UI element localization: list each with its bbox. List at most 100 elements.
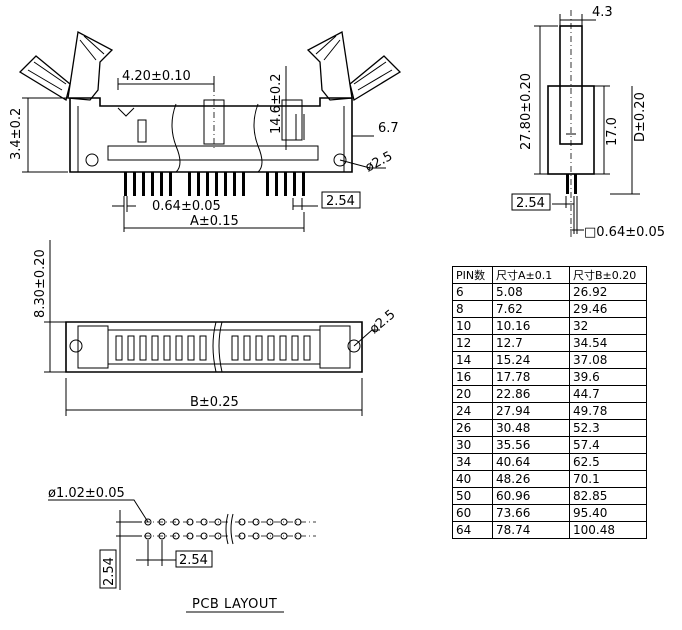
dim-side-pitch: 2.54: [516, 196, 545, 211]
cell-b: 34.54: [569, 334, 647, 352]
dim-b: B±0.25: [190, 395, 239, 410]
front-view: 4.20±0.10 3.4±0.2 14.6±0.2 6.7 ø2.5 0.64…: [9, 30, 402, 232]
top-pin-slots: [115, 335, 311, 361]
cell-a: 15.24: [492, 351, 570, 369]
cell-b: 37.08: [569, 351, 647, 369]
cell-a: 17.78: [492, 368, 570, 386]
dim-a: A±0.15: [190, 214, 239, 229]
left-latch-arm: [18, 55, 71, 102]
pcb-holes: [144, 518, 302, 540]
cell-b: 57.4: [569, 436, 647, 454]
dim-pin-width: 0.64±0.05: [152, 199, 221, 214]
cell-pin: 12: [452, 334, 493, 352]
dim-side-width: 4.3: [592, 5, 613, 20]
cell-b: 62.5: [569, 453, 647, 471]
cell-a: 27.94: [492, 402, 570, 420]
dim-hole-front: ø2.5: [363, 149, 395, 176]
dim-right: 6.7: [378, 121, 399, 136]
cell-a: 5.08: [492, 283, 570, 301]
cell-b: 82.85: [569, 487, 647, 505]
dim-side-d: D±0.20: [633, 92, 648, 142]
dim-pitch-front: 2.54: [326, 194, 355, 209]
right-latch-arm: [349, 55, 402, 102]
top-left-hole: [69, 339, 83, 353]
cell-pin: 64: [452, 521, 493, 539]
cell-a: 73.66: [492, 504, 570, 522]
dim-pcb-pitch-h: 2.54: [179, 553, 208, 568]
top-right-hole: [347, 339, 361, 353]
cell-pin: 8: [452, 300, 493, 318]
cell-b: 52.3: [569, 419, 647, 437]
cell-pin: 10: [452, 317, 493, 335]
dim-pcb-pitch-v: 2.54: [102, 557, 117, 586]
cell-b: 70.1: [569, 470, 647, 488]
cell-b: 29.46: [569, 300, 647, 318]
cell-pin: 24: [452, 402, 493, 420]
top-housing: [65, 321, 363, 373]
header-dim-b: 尺寸B±0.20: [569, 266, 647, 284]
cell-a: 40.64: [492, 453, 570, 471]
cell-pin: 40: [452, 470, 493, 488]
cell-b: 44.7: [569, 385, 647, 403]
dim-side-total-height: 27.80±0.20: [519, 73, 534, 150]
cell-pin: 50: [452, 487, 493, 505]
cell-a: 30.48: [492, 419, 570, 437]
cell-a: 22.86: [492, 385, 570, 403]
side-housing: [547, 85, 595, 175]
cell-b: 100.48: [569, 521, 647, 539]
cell-b: 26.92: [569, 283, 647, 301]
cell-b: 49.78: [569, 402, 647, 420]
cell-a: 48.26: [492, 470, 570, 488]
cell-a: 7.62: [492, 300, 570, 318]
table-header-row: PIN数 尺寸A±0.1 尺寸B±0.20: [452, 266, 647, 284]
dim-top-depth: 8.30±0.20: [33, 249, 48, 318]
housing-outline: [69, 97, 353, 173]
pcb-layout: ø1.02±0.05 2.54 2.54 PCB LAYOUT: [48, 486, 316, 613]
header-dim-a: 尺寸A±0.1: [492, 266, 570, 284]
cell-b: 39.6: [569, 368, 647, 386]
dim-pcb-hole: ø1.02±0.05: [48, 486, 125, 501]
front-pins: [124, 172, 305, 196]
dim-side-pin: □0.64±0.05: [584, 225, 665, 240]
side-view: 4.3 27.80±0.20 17.0 D±0.20 2.54 □0.64±0.…: [511, 5, 665, 240]
top-view: 8.30±0.20 ø2.5 B±0.25: [33, 240, 399, 416]
left-mount-hole: [85, 153, 99, 167]
dim-height-center: 14.6±0.2: [269, 73, 284, 134]
left-latch: [67, 30, 114, 101]
cell-pin: 14: [452, 351, 493, 369]
cell-pin: 6: [452, 283, 493, 301]
cell-pin: 60: [452, 504, 493, 522]
dim-side-body-height: 17.0: [605, 117, 620, 146]
cell-b: 32: [569, 317, 647, 335]
cell-a: 35.56: [492, 436, 570, 454]
cell-a: 10.16: [492, 317, 570, 335]
header-pin-count: PIN数: [452, 266, 493, 284]
right-mount-hole: [333, 153, 347, 167]
cell-pin: 30: [452, 436, 493, 454]
cell-pin: 16: [452, 368, 493, 386]
cell-pin: 26: [452, 419, 493, 437]
cell-pin: 34: [452, 453, 493, 471]
dim-pitch-top: 4.20±0.10: [122, 69, 191, 84]
dim-top-hole: ø2.5: [367, 307, 399, 337]
right-latch: [306, 30, 353, 101]
cell-a: 78.74: [492, 521, 570, 539]
pcb-layout-title: PCB LAYOUT: [192, 597, 277, 612]
cell-a: 12.7: [492, 334, 570, 352]
cell-pin: 20: [452, 385, 493, 403]
